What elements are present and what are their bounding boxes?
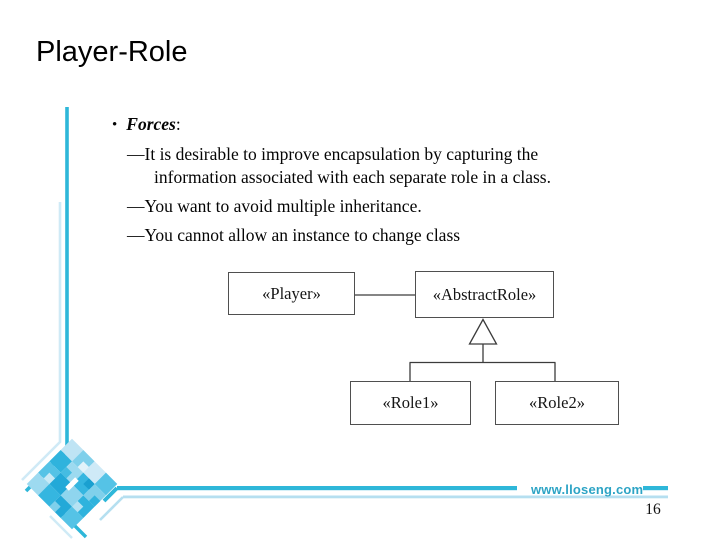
- bullet-forces: • Forces:: [112, 114, 181, 135]
- sub-bullet-encapsulation: —It is desirable to improve encapsulatio…: [127, 144, 551, 187]
- generalization-triangle-icon: [468, 318, 498, 345]
- website-label: www.lloseng.com: [531, 482, 644, 497]
- bullet-suffix: :: [175, 114, 181, 134]
- bullet-term: Forces: [126, 114, 176, 134]
- bullet-icon: •: [112, 117, 118, 133]
- uml-node-role1: «Role1»: [350, 381, 471, 425]
- page-number: 16: [645, 501, 661, 518]
- mosaic-diamond: [26, 438, 118, 530]
- sub-bullet-multiple-inheritance: —You want to avoid multiple inheritance.: [127, 196, 422, 216]
- slide-title: Player-Role: [36, 36, 188, 68]
- sub-bullet-change-class: —You cannot allow an instance to change …: [127, 225, 461, 245]
- uml-node-player: «Player»: [228, 272, 355, 315]
- uml-node-abstract-role: «AbstractRole»: [415, 271, 554, 318]
- uml-node-role2: «Role2»: [495, 381, 619, 425]
- sub-bullet-list: —It is desirable to improve encapsulatio…: [127, 143, 621, 253]
